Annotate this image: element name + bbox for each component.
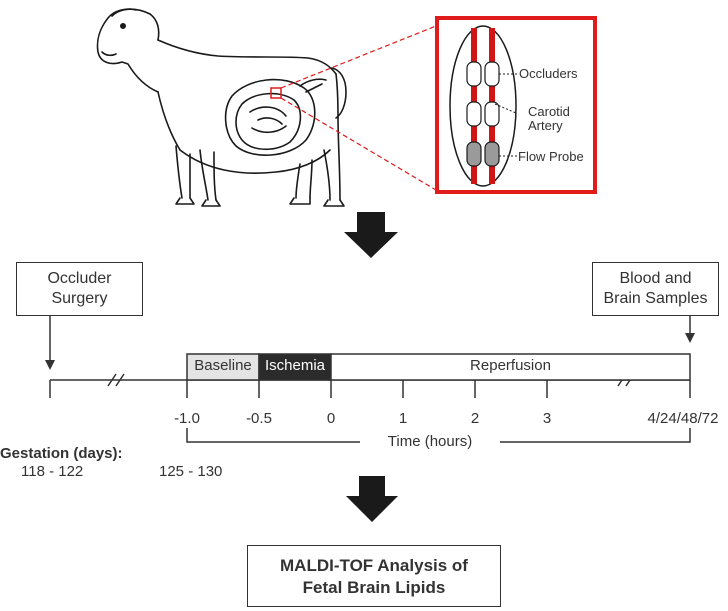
tick-label: 3 (542, 410, 552, 427)
tick-label: 1 (398, 410, 408, 427)
tick-label: 0 (326, 410, 336, 427)
occluder-surgery-line1: Occluder (47, 270, 112, 287)
phase-baseline-label: Baseline (194, 357, 252, 374)
samples-line2: Brain Samples (603, 290, 708, 307)
samples-line1: Blood and (619, 270, 692, 287)
zoom-line-bottom (280, 97, 437, 191)
flow-probe-2 (484, 141, 500, 167)
occluder-3 (466, 101, 482, 127)
samples-box: Blood and Brain Samples (592, 262, 719, 316)
maldi-line2: Fetal Brain Lipids (302, 578, 446, 597)
flow-probe-1 (466, 141, 482, 167)
label-occluders: Occluders (519, 66, 578, 81)
zoom-line-top (280, 25, 437, 89)
occluder-1 (466, 61, 482, 87)
tick-label: 4/24/48/72 (647, 410, 719, 427)
phase-baseline-bar (186, 353, 260, 381)
occluder-4 (484, 101, 500, 127)
down-arrow-icon (344, 212, 398, 258)
phase-reperfusion-bar (330, 353, 691, 381)
label-flow-probe: Flow Probe (518, 149, 584, 164)
maldi-analysis-box: MALDI-TOF Analysis of Fetal Brain Lipids (247, 545, 501, 607)
tick-label: -0.5 (246, 410, 272, 427)
label-carotid: Carotid (528, 104, 570, 119)
phase-ischemia-bar (258, 353, 332, 381)
gestation-range-experiment: 125 - 130 (159, 463, 223, 480)
maldi-line1: MALDI-TOF Analysis of (280, 556, 468, 575)
occluder-surgery-line2: Surgery (51, 290, 108, 307)
tick-label: 2 (470, 410, 480, 427)
tick-label: -1.0 (174, 410, 200, 427)
uterus-outline (224, 78, 316, 156)
surgery-site-marker (270, 87, 282, 99)
axis-label-time: Time (hours) (360, 433, 500, 450)
axis-break-left (107, 373, 125, 387)
gestation-range-surgery: 118 - 122 (21, 463, 84, 480)
samples-pointer-head (685, 333, 695, 343)
phase-reperfusion-label: Reperfusion (470, 357, 551, 374)
occluder-surgery-box: Occluder Surgery (16, 262, 143, 316)
inset-ellipse (449, 25, 517, 187)
surgery-pointer-head (45, 360, 55, 370)
label-artery: Artery (528, 118, 563, 133)
phase-ischemia-label: Ischemia (264, 357, 326, 374)
down-arrow-icon-2 (346, 476, 398, 522)
gestation-title: Gestation (days): (0, 445, 123, 462)
